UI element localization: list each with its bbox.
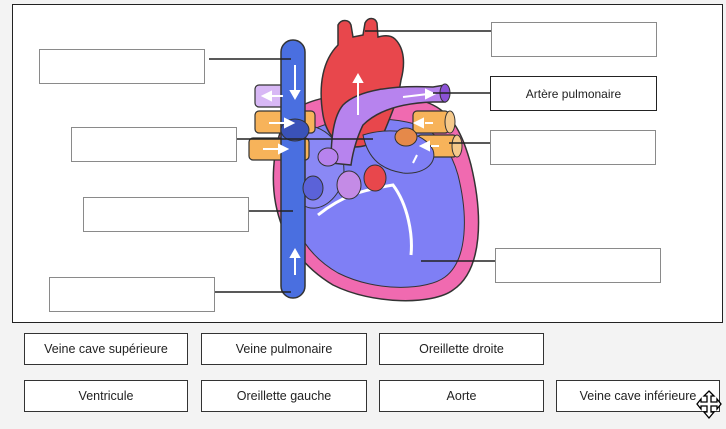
chip-veine-cave-superieure[interactable]: Veine cave supérieure [24, 333, 188, 365]
chip-veine-pulmonaire[interactable]: Veine pulmonaire [201, 333, 367, 365]
diagram-panel: Artère pulmonaire [12, 4, 723, 323]
vena-cava-shape [281, 40, 305, 298]
drop-target-1[interactable] [39, 49, 205, 84]
chip-oreillette-gauche[interactable]: Oreillette gauche [201, 380, 367, 412]
chip-ventricule[interactable]: Ventricule [24, 380, 188, 412]
chip-aorte[interactable]: Aorte [379, 380, 544, 412]
drop-target-4[interactable] [83, 197, 249, 232]
drop-target-2[interactable] [71, 127, 237, 162]
drop-target-7[interactable] [490, 130, 656, 165]
drop-target-5[interactable] [49, 277, 215, 312]
chip-oreillette-droite[interactable]: Oreillette droite [379, 333, 544, 365]
move-cursor-icon [696, 390, 722, 420]
drop-target-3[interactable]: Artère pulmonaire [490, 76, 657, 111]
drop-target-6[interactable] [491, 22, 657, 57]
drop-target-8[interactable] [495, 248, 661, 283]
